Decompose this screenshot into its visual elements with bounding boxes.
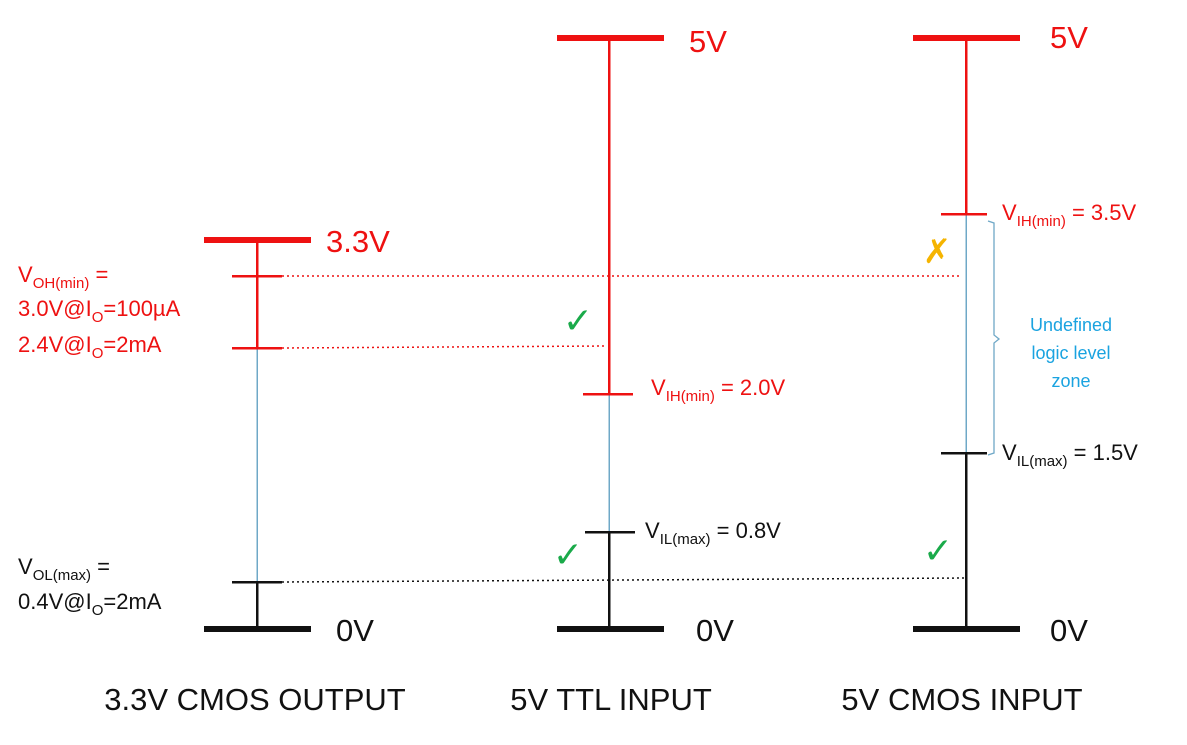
cmos-low-segment xyxy=(965,453,968,629)
ttl-column: 5V 0V VIH(min) = 2.0V VIL(max) = 0.8V ✓ … xyxy=(510,24,785,717)
output-voh-line-2: 2.4V@IO=2mA xyxy=(18,332,162,362)
cmos-vil-label: VIL(max) = 1.5V xyxy=(1002,440,1138,470)
voh-2ma-compare-line xyxy=(281,345,608,349)
cmos-vil-tick xyxy=(941,452,987,455)
output-top-label: 3.3V xyxy=(326,224,390,259)
ttl-low-segment xyxy=(608,532,611,629)
vol-compare-line xyxy=(281,577,967,583)
cmos-column: 5V 0V VIH(min) = 3.5V VIL(max) = 1.5V Un… xyxy=(841,20,1138,717)
output-low-segment xyxy=(256,582,259,629)
ttl-vil-label: VIL(max) = 0.8V xyxy=(645,518,781,548)
output-voh-tick-2 xyxy=(232,347,282,350)
ttl-undefined-segment xyxy=(608,394,610,533)
cmos-title: 5V CMOS INPUT xyxy=(841,682,1082,717)
cmos-undefined-segment xyxy=(965,214,967,454)
cmos-vih-tick xyxy=(941,213,987,216)
ttl-top-label: 5V xyxy=(689,24,727,59)
cmos-high-segment xyxy=(965,38,968,214)
output-column: 3.3V 0V VOH(min) = 3.0V@IO=100µA 2.4V@IO… xyxy=(18,224,406,717)
output-undefined-segment xyxy=(256,348,258,582)
undefined-zone-label-line-3: zone xyxy=(1051,371,1090,391)
cmos-bottom-label: 0V xyxy=(1050,613,1088,648)
output-high-segment xyxy=(256,240,259,348)
ttl-high-check-icon: ✓ xyxy=(563,300,593,341)
cmos-low-check-icon: ✓ xyxy=(923,530,953,571)
ttl-vih-tick xyxy=(583,393,633,396)
output-title: 3.3V CMOS OUTPUT xyxy=(104,682,405,717)
output-voh-line-1: 3.0V@IO=100µA xyxy=(18,296,181,326)
cmos-high-cross-icon: ✗ xyxy=(923,233,952,271)
ttl-title: 5V TTL INPUT xyxy=(510,682,712,717)
undefined-zone-brace xyxy=(987,220,1001,456)
undefined-zone-label-line-1: Undefined xyxy=(1030,315,1112,335)
cmos-vih-label: VIH(min) = 3.5V xyxy=(1002,200,1137,230)
output-vol-line: 0.4V@IO=2mA xyxy=(18,589,162,619)
output-vol-tick xyxy=(232,581,282,584)
ttl-bottom-label: 0V xyxy=(696,613,734,648)
output-bottom-label: 0V xyxy=(336,613,374,648)
output-vol-label: VOL(max) = xyxy=(18,554,110,584)
output-voh-label: VOH(min) = xyxy=(18,262,108,292)
undefined-zone-label-line-2: logic level xyxy=(1031,343,1110,363)
output-voh-tick-1 xyxy=(232,275,282,278)
ttl-low-check-icon: ✓ xyxy=(553,534,583,575)
ttl-vil-tick xyxy=(585,531,635,534)
ttl-high-segment xyxy=(608,38,611,394)
cmos-top-label: 5V xyxy=(1050,20,1088,55)
ttl-vih-label: VIH(min) = 2.0V xyxy=(651,375,786,405)
